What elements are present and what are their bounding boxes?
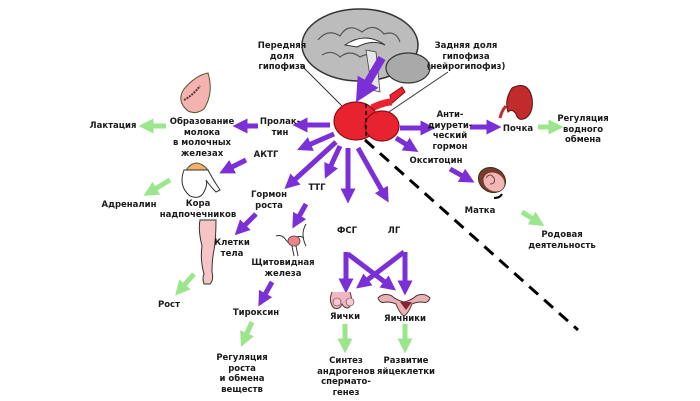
label-acth: АКТГ — [253, 150, 279, 160]
arrow-lh — [355, 146, 389, 203]
uterus-fetus-icon — [477, 166, 507, 199]
thyroid-icon — [275, 223, 307, 257]
breast-icon — [180, 72, 211, 114]
effect-arrows — [138, 118, 564, 354]
arrow-labor — [520, 209, 545, 226]
label-growth-metabolism: Регуляция роста и обмена веществ — [216, 353, 268, 395]
label-thyroxine: Тироксин — [232, 308, 280, 318]
label-testes: Яички — [329, 312, 361, 322]
arrow-acth — [297, 131, 335, 151]
arrow-lh-to-testes — [356, 250, 406, 289]
label-adrenal-cortex: Кора надпочечников — [159, 199, 237, 220]
label-kidney: Почка — [502, 124, 534, 134]
arrow-to-body-cells — [234, 212, 258, 236]
arrow-growth-metabolism — [240, 320, 255, 347]
kidney-icon — [498, 85, 533, 120]
hypothalamus-arrow — [355, 55, 386, 103]
hormone-arrows — [219, 117, 502, 307]
label-lactation: Лактация — [89, 121, 137, 131]
posterior-leader-line — [379, 71, 449, 119]
arrow-fsh-to-ovaries — [346, 252, 396, 291]
arrow-growth-hormone — [284, 140, 338, 190]
leg-icon — [198, 219, 217, 285]
arrow-growth — [175, 272, 196, 296]
pituitary-icon — [333, 86, 406, 142]
label-posterior-lobe: Задняя доля гипофиза (нейрогипофиз) — [426, 41, 506, 72]
label-adrenaline: Адреналин — [101, 200, 157, 210]
arrow-adrenaline — [143, 177, 172, 196]
label-growth: Рост — [157, 300, 181, 310]
ovaries-icon — [377, 293, 431, 317]
label-adh: Анти- диурети- ческий гормон — [427, 110, 473, 152]
arrow-to-adrenal — [219, 157, 248, 174]
label-ovaries: Яичники — [384, 314, 426, 324]
label-anterior-lobe: Передняя доля гипофиза — [257, 41, 307, 72]
arrow-to-thyroid — [292, 202, 309, 229]
label-milk-formation: Образование молока в молочных железах — [169, 117, 235, 159]
label-uterus: Матка — [464, 206, 496, 216]
label-labor: Родовая деятельность — [528, 230, 596, 251]
label-thyroid: Щитовидная железа — [251, 258, 315, 279]
label-lh: ЛГ — [387, 226, 401, 236]
label-androgen-synthesis: Синтез андрогенов сперматo- генез — [317, 356, 375, 398]
arrow-oxytocin — [394, 135, 419, 152]
label-tsh: ТТГ — [308, 183, 326, 193]
label-body-cells: Клетки тела — [214, 238, 250, 259]
label-growth-hormone: Гормон роста — [250, 190, 288, 211]
arrow-tsh — [324, 144, 343, 179]
label-egg-development: Развитие яйцеклетки — [377, 356, 435, 377]
arrow-to-uterus — [448, 166, 475, 183]
label-prolactin: Пролак- тин — [259, 117, 301, 138]
divider-line — [364, 138, 579, 332]
label-water-regulation: Регуляция водного обмена — [557, 114, 609, 145]
arrow-to-thyroxine — [258, 280, 275, 307]
anterior-leader-line — [299, 63, 349, 113]
label-oxytocin: Окситоцин — [409, 156, 463, 166]
adrenal-icon — [181, 162, 221, 198]
label-fsh: ФСГ — [336, 226, 358, 236]
testes-icon — [329, 291, 355, 309]
